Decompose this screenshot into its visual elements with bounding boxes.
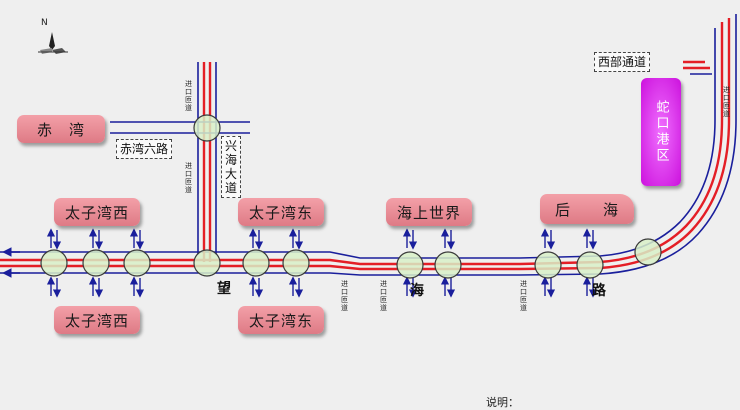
box-chiwan-liulu: 赤湾六路 bbox=[116, 139, 173, 159]
label-taiziwan-xi-top: 太子湾西 bbox=[54, 198, 140, 226]
ramp-text-5: 进口匝道 bbox=[520, 280, 527, 312]
label-haishang-shijie: 海上世界 bbox=[386, 198, 472, 226]
label-taiziwan-xi-bottom: 太子湾西 bbox=[54, 306, 140, 334]
intersection-node bbox=[534, 251, 562, 279]
road-char-hai: 海 bbox=[410, 283, 424, 299]
intersection-node bbox=[193, 114, 221, 142]
intersection-node bbox=[576, 251, 604, 279]
ramp-text-1: 进口匝道 bbox=[185, 80, 192, 112]
ramp-text-6: 进口匝道 bbox=[723, 86, 730, 118]
compass-icon bbox=[38, 32, 68, 54]
intersection-node bbox=[434, 251, 462, 279]
label-chiwan: 赤 湾 bbox=[17, 115, 105, 143]
road-xinghai-dadao bbox=[197, 62, 217, 262]
intersection-node bbox=[123, 249, 151, 277]
road-chiwan-liulu bbox=[110, 121, 250, 134]
ramp-text-4: 进口匝道 bbox=[380, 280, 387, 312]
intersection-node bbox=[193, 249, 221, 277]
intersection-node bbox=[634, 238, 662, 266]
ramp-arrows bbox=[46, 228, 598, 298]
label-port-area: 蛇口港区 bbox=[641, 78, 681, 186]
intersection-node bbox=[282, 249, 310, 277]
road-char-wang: 望 bbox=[217, 281, 231, 297]
label-taiziwan-dong-bottom: 太子湾东 bbox=[238, 306, 324, 334]
road-xibu-tongdao-stub bbox=[683, 60, 712, 75]
ramp-text-3: 进口匝道 bbox=[341, 280, 348, 312]
intersection-node bbox=[40, 249, 68, 277]
intersection-node bbox=[242, 249, 270, 277]
box-xinghai-dadao: 兴海大道 bbox=[221, 136, 241, 198]
ramp-text-2: 进口匝道 bbox=[185, 162, 192, 194]
intersection-nodes bbox=[40, 114, 662, 279]
intersection-node bbox=[396, 251, 424, 279]
legend-note: 说明： bbox=[486, 396, 519, 409]
label-houhai: 后 海 bbox=[540, 194, 634, 224]
intersection-node bbox=[82, 249, 110, 277]
label-taiziwan-dong-top: 太子湾东 bbox=[238, 198, 324, 226]
compass-label: N bbox=[41, 18, 48, 28]
box-xibu-tongdao: 西部通道 bbox=[594, 52, 651, 72]
road-char-lu: 路 bbox=[592, 283, 606, 299]
